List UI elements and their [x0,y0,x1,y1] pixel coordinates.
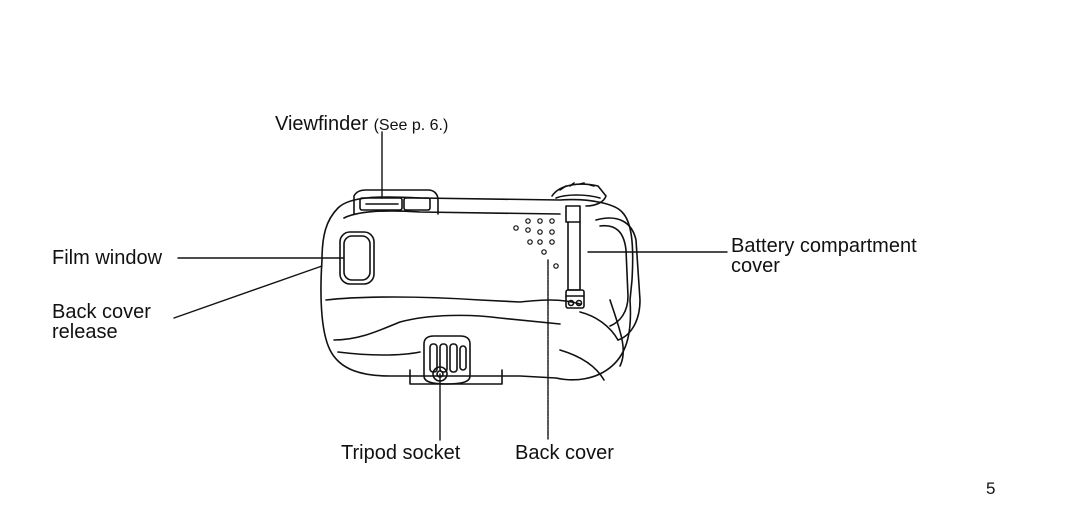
battery-compartment-cover-label: Battery compartment cover [731,236,917,276]
viewfinder-block [353,189,439,215]
tripod-socket-label: Tripod socket [341,442,461,464]
battery-cover-line2: cover [731,255,780,277]
page-number: 5 [986,479,996,498]
viewfinder-label: Viewfinder (See p. 6.) [275,114,448,136]
back-cover-release-label: Back cover release [52,302,151,342]
back-cover-release-line2: release [52,321,118,343]
back-cover-release-leader [173,265,323,319]
battery-latch [565,205,585,309]
vent-holes [513,218,559,269]
leader-lines [173,131,728,441]
battery-cover-line1: Battery compartment [731,235,917,257]
viewfinder-note: (See p. 6.) [373,117,449,134]
back-cover-label: Back cover [515,442,614,464]
camera-body [320,196,641,381]
viewfinder-label-text: Viewfinder [275,113,369,135]
top-dial [551,182,607,207]
back-cover-release-line1: Back cover [52,301,151,323]
film-window [339,231,375,285]
tripod-socket-block [409,335,503,385]
film-window-label: Film window [52,247,163,269]
